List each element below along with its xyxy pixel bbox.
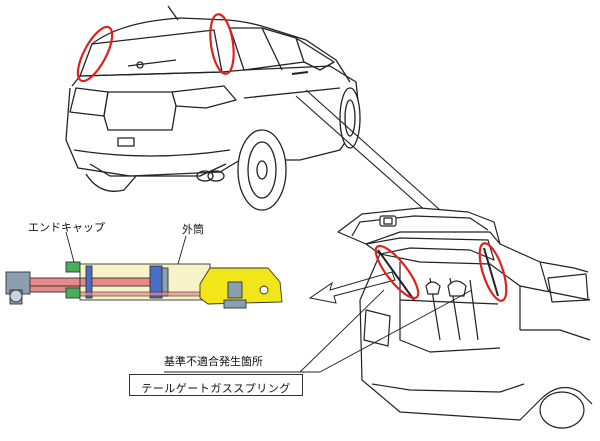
defect-location-label: 基準不適合発生箇所	[164, 355, 263, 368]
gas-spring-cutaway	[5, 261, 283, 309]
end-cap-leader	[65, 231, 75, 263]
car-open-tailgate	[337, 207, 593, 429]
part-name-label: テールゲートガススプリング	[141, 382, 291, 395]
pointer-arrow	[308, 271, 396, 304]
part-name-box: テールゲートガススプリング	[129, 374, 303, 396]
highlight-ellipse-right	[209, 13, 235, 75]
car-rear-view	[65, 5, 361, 211]
highlight-ellipse-left	[76, 25, 114, 83]
end-cap-label: エンドキャップ	[28, 221, 105, 234]
highlight-ellipse-strut-right	[478, 242, 508, 302]
outer-tube-label: 外筒	[182, 223, 204, 236]
defect-leader-lines	[164, 289, 473, 373]
highlight-ellipse-strut-left	[374, 244, 420, 300]
outer-tube-leader	[177, 235, 187, 265]
